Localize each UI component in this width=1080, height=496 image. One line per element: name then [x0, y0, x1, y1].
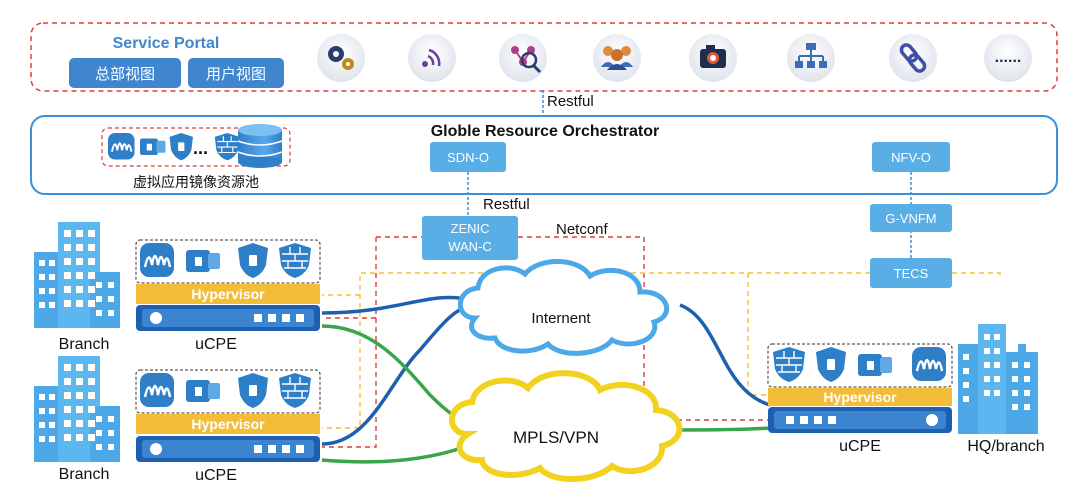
hq-firewall-vnf-icon — [772, 346, 806, 383]
branch2-device-vnf-icon — [186, 380, 220, 402]
sdn-o-box[interactable]: SDN-O — [430, 142, 506, 172]
branch1-hypervisor-label: Hypervisor — [191, 286, 265, 302]
branch2-label: Branch — [59, 466, 110, 483]
branch1-hypervisor-bar — [136, 284, 320, 304]
portal-button-hq-view[interactable]: 总部视图 — [69, 58, 181, 88]
branch1-ucpe-label: uCPE — [195, 336, 237, 353]
hq-building — [958, 324, 1038, 434]
branch2-building — [34, 356, 120, 462]
sdn-o-label: SDN-O — [447, 150, 489, 165]
pool-shield-icon — [169, 133, 193, 161]
nfv-o-box[interactable]: NFV-O — [872, 142, 950, 172]
service-portal-title: Service Portal — [113, 35, 220, 52]
restful-top-label: Restful — [547, 93, 594, 110]
portal-button-hq-view-label: 总部视图 — [95, 65, 155, 83]
mpls-vpn-cloud: MPLS/VPN — [449, 370, 683, 482]
signal-waves-icon[interactable] — [408, 34, 456, 82]
database-icon — [237, 124, 283, 168]
hq-ucpe-label: uCPE — [839, 438, 881, 455]
branch1-vnf-frame — [135, 239, 321, 284]
tecs-label: TECS — [894, 266, 929, 281]
resource-pool-frame — [101, 127, 291, 167]
portal-button-user-view-label: 用户视图 — [206, 65, 266, 83]
branch2-shield-vnf-icon — [238, 373, 268, 408]
pool-dots: ... — [193, 138, 208, 158]
nfv-o-label: NFV-O — [891, 150, 931, 165]
restful-mid-label: Restful — [483, 196, 530, 213]
branch2-firewall-vnf-icon — [278, 372, 312, 409]
branch2-hypervisor-bar — [136, 414, 320, 434]
hq-hypervisor-label: Hypervisor — [823, 389, 897, 405]
tecs-management-path — [322, 272, 1001, 429]
internet-cloud: Internent — [457, 259, 669, 356]
hq-wave-vnf-icon — [910, 345, 948, 383]
internet-label: Internent — [531, 310, 591, 327]
hq-shield-vnf-icon — [816, 347, 846, 382]
branch1-building — [34, 222, 120, 328]
tecs-box[interactable]: TECS — [870, 258, 952, 288]
hq-vnf-frame — [767, 343, 953, 388]
branch2-hypervisor-label: Hypervisor — [191, 416, 265, 432]
orchestrator-title: Globle Resource Orchestrator — [431, 123, 660, 140]
service-portal-frame — [30, 22, 1058, 92]
branch2-wave-vnf-icon — [138, 371, 176, 409]
chain-link-icon[interactable] — [889, 34, 937, 82]
hq-hypervisor-bar — [768, 388, 952, 406]
more-icon[interactable]: ...... — [984, 34, 1032, 82]
branch1-firewall-vnf-icon — [278, 242, 312, 279]
wan-c-label: WAN-C — [448, 239, 492, 254]
network-search-icon[interactable] — [499, 34, 547, 82]
mpls-label: MPLS/VPN — [513, 428, 599, 447]
orchestrator-frame — [30, 115, 1058, 195]
camera-icon[interactable] — [689, 34, 737, 82]
zenic-label: ZENIC — [451, 221, 490, 236]
pool-wave-icon — [107, 132, 136, 161]
netconf-label: Netconf — [556, 221, 609, 238]
branch1-shield-vnf-icon — [238, 243, 268, 278]
gears-icon[interactable] — [317, 34, 365, 82]
branch2-ucpe-label: uCPE — [195, 467, 237, 484]
hq-label: HQ/branch — [967, 438, 1044, 455]
pool-device-icon — [140, 138, 166, 155]
hq-device-vnf-icon — [858, 354, 892, 376]
branch1-wave-vnf-icon — [138, 241, 176, 279]
branch1-device-vnf-icon — [186, 250, 220, 272]
users-group-icon[interactable] — [593, 34, 641, 82]
hq-ucpe-chassis[interactable] — [768, 407, 952, 433]
zenic-wan-c-box[interactable]: ZENIC WAN-C — [422, 216, 518, 260]
more-icon-label: ...... — [995, 49, 1022, 66]
branch1-label: Branch — [59, 336, 110, 353]
org-tree-icon[interactable] — [787, 34, 835, 82]
g-vnfm-label: G-VNFM — [885, 211, 936, 226]
pool-firewall-icon — [214, 132, 241, 161]
portal-button-user-view[interactable]: 用户视图 — [188, 58, 284, 88]
g-vnfm-box[interactable]: G-VNFM — [870, 204, 952, 232]
branch2-vnf-frame — [135, 369, 321, 414]
branch1-ucpe-chassis[interactable] — [136, 305, 320, 331]
resource-pool-label: 虚拟应用镜像资源池 — [133, 174, 259, 191]
branch2-ucpe-chassis[interactable] — [136, 436, 320, 462]
